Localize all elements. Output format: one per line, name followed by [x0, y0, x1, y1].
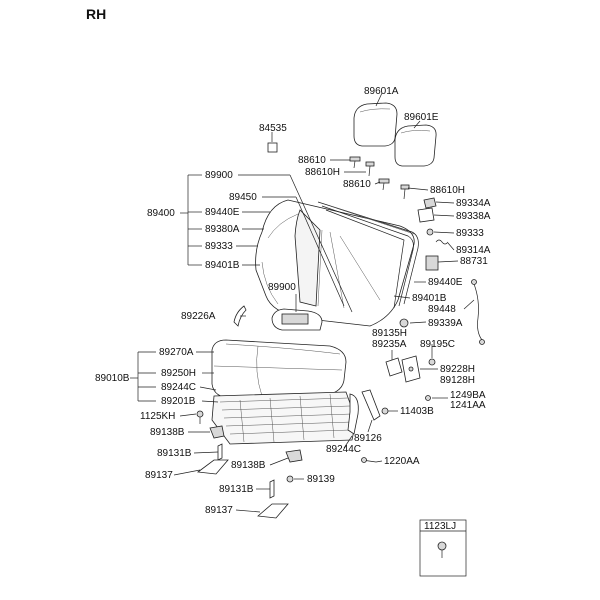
label-89131b-a: 89131B [157, 448, 192, 459]
label-89440e-b: 89440E [428, 277, 463, 288]
label-1241aa: 1241AA [450, 400, 486, 411]
label-89401b-b: 89401B [412, 293, 447, 304]
label-1249ba: 1249BA [450, 390, 486, 401]
label-89400: 89400 [147, 208, 175, 219]
label-89228h: 89228H [440, 364, 475, 375]
label-1220aa: 1220AA [384, 456, 420, 467]
label-89401b-a: 89401B [205, 260, 240, 271]
label-89334a: 89334A [456, 198, 491, 209]
cover-89235a [385, 357, 403, 377]
cap-84535 [267, 142, 278, 153]
headrest-left [353, 102, 398, 147]
label-89333-a: 89333 [205, 241, 233, 252]
label-89195c: 89195C [420, 339, 455, 350]
cable-89448 [471, 279, 485, 345]
label-11403b: 11403B [400, 406, 434, 417]
label-1123lj: 1123LJ [424, 521, 456, 532]
hinge-89334a [423, 197, 437, 209]
label-89314a: 89314A [456, 245, 491, 256]
label-89138b-a: 89138B [150, 427, 185, 438]
label-89135h: 89135H [372, 328, 407, 339]
label-84535: 84535 [259, 123, 287, 134]
label-89244c-b: 89244C [326, 444, 361, 455]
label-89440e-a: 89440E [205, 207, 240, 218]
label-89235a: 89235A [372, 339, 407, 350]
label-89338a: 89338A [456, 211, 491, 222]
headrest-right [394, 124, 437, 167]
armrest-89900 [271, 308, 323, 331]
screw-1220aa [361, 457, 377, 463]
label-89139: 89139 [307, 474, 335, 485]
label-89900-b: 89900 [268, 282, 296, 293]
label-89450: 89450 [229, 192, 257, 203]
label-89380a: 89380A [205, 224, 240, 235]
bracket-88731 [425, 255, 439, 271]
label-89250h: 89250H [161, 368, 196, 379]
label-1125kh: 1125KH [140, 411, 175, 422]
label-89131b-b: 89131B [219, 484, 254, 495]
seat-cushion-frame [211, 391, 357, 445]
leader-lines [130, 92, 475, 513]
label-89010b: 89010B [95, 373, 130, 384]
headrest-guide-88610-b [378, 178, 390, 191]
label-88731: 88731 [460, 256, 488, 267]
label-89270a: 89270A [159, 347, 194, 358]
bracket-89131b-b [269, 479, 275, 499]
pad-89137-b [257, 503, 289, 519]
headrest-guide-88610h-b [400, 184, 410, 200]
seat-back [255, 199, 419, 327]
label-89137-a: 89137 [145, 470, 173, 481]
side-cover-89244c [347, 393, 359, 435]
cover-89228h [401, 355, 421, 383]
screw-89195c [428, 358, 436, 366]
hook-89138b-b [285, 449, 303, 463]
screw-1249ba [425, 395, 431, 401]
label-89137-b: 89137 [205, 505, 233, 516]
inset-box-1123lj [419, 519, 467, 577]
label-89601a: 89601A [364, 86, 399, 97]
pad-89137-a [196, 459, 229, 475]
knob-89339a [399, 318, 409, 328]
spring-89314a [435, 239, 449, 245]
label-88610h-b: 88610H [430, 185, 465, 196]
bolt-89139 [286, 475, 294, 483]
side-label: RH [86, 6, 106, 22]
seat-cushion [211, 339, 347, 399]
label-88610-b: 88610 [343, 179, 371, 190]
label-88610-a: 88610 [298, 155, 326, 166]
label-89126: 89126 [354, 433, 382, 444]
label-89601e: 89601E [404, 112, 439, 123]
label-88610h-a: 88610H [305, 167, 340, 178]
pin-89333 [426, 228, 434, 236]
label-89201b: 89201B [161, 396, 196, 407]
bracket-89131b-a [217, 443, 223, 461]
label-89339a: 89339A [428, 318, 463, 329]
label-89244c-a: 89244C [161, 382, 196, 393]
label-89138b-b: 89138B [231, 460, 266, 471]
headrest-guide-88610-a [349, 156, 361, 169]
hook-89138b-a [209, 425, 225, 439]
headrest-guide-88610h-a [365, 161, 375, 177]
latch-89338a [417, 207, 435, 223]
label-89448: 89448 [428, 304, 456, 315]
label-89900-a: 89900 [205, 170, 233, 181]
bolt-1125kh [196, 410, 204, 424]
label-89333-b: 89333 [456, 228, 484, 239]
label-89226a: 89226A [181, 311, 216, 322]
label-89128h: 89128H [440, 375, 475, 386]
bolt-11403b [381, 407, 389, 415]
bracket-89126 [361, 389, 381, 421]
